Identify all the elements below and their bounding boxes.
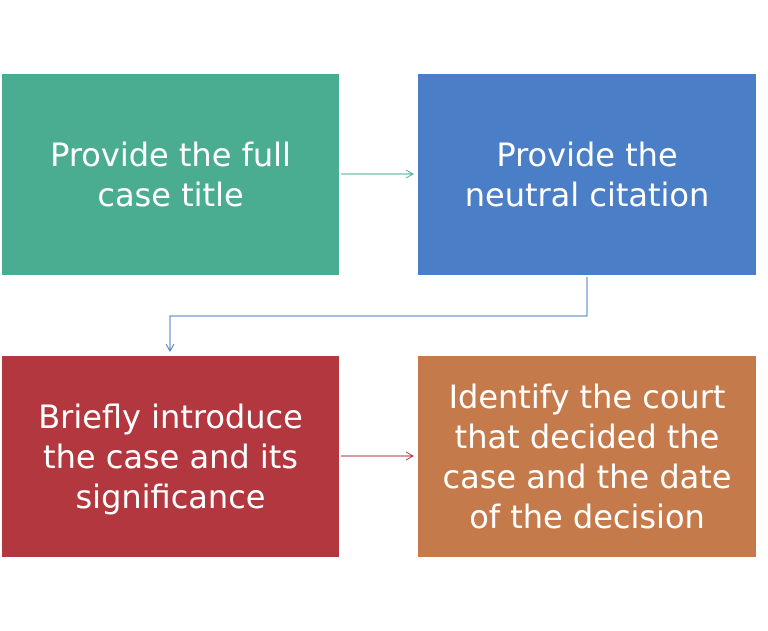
step-box-provide-case-title: Provide the full case title bbox=[2, 74, 339, 275]
step-box-label: Provide the full case title bbox=[50, 135, 291, 214]
step-box-label: Provide the neutral citation bbox=[464, 135, 710, 214]
step-box-identify-court-and-date: Identify the court that decided the case… bbox=[418, 356, 756, 557]
step-box-label: Briefly introduce the case and its signi… bbox=[38, 397, 303, 516]
step-box-introduce-case: Briefly introduce the case and its signi… bbox=[2, 356, 339, 557]
step-box-provide-neutral-citation: Provide the neutral citation bbox=[418, 74, 756, 275]
arrow-step1-to-step2 bbox=[341, 169, 415, 179]
arrow-step2-to-step3 bbox=[165, 277, 588, 353]
arrow-step3-to-step4 bbox=[341, 451, 415, 461]
step-box-label: Identify the court that decided the case… bbox=[442, 377, 732, 536]
